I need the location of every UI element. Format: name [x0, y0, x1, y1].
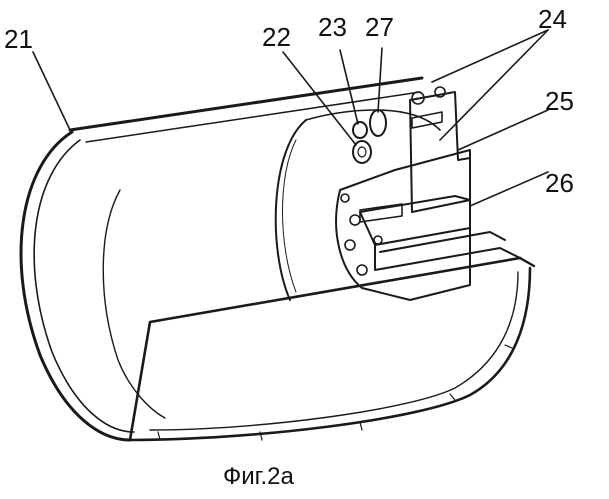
label-26: 26 — [545, 168, 574, 198]
label-27: 27 — [365, 12, 394, 42]
reference-numerals: 21 22 23 27 24 25 26 — [4, 4, 574, 198]
leader-24a — [432, 30, 548, 82]
label-23: 23 — [318, 12, 347, 42]
leader-22 — [283, 52, 356, 145]
fitting-27 — [370, 110, 386, 136]
figure-caption: Фиг.2а — [223, 463, 294, 490]
plate-hole — [357, 265, 367, 275]
disc-shadow — [283, 140, 297, 292]
leader-21 — [33, 52, 70, 130]
fitting-23 — [353, 122, 367, 138]
bottom-plate-edge — [520, 258, 534, 266]
plate-hole — [350, 215, 360, 225]
shell-left-inner-edge — [34, 140, 134, 432]
plate-hole — [341, 194, 349, 202]
plate-hole — [374, 236, 382, 244]
plate-hole — [345, 240, 355, 250]
leader-24b — [440, 30, 548, 140]
fittings — [353, 110, 386, 163]
bottom-plate-inner-curve — [150, 272, 518, 430]
fitting-22-inner — [358, 147, 366, 157]
leader-25 — [458, 110, 548, 150]
label-24: 24 — [538, 4, 567, 34]
label-22: 22 — [262, 22, 291, 52]
bracket-foot — [375, 232, 520, 270]
bottom-plate-curve — [130, 268, 530, 440]
leader-26 — [470, 172, 548, 206]
shell-inner-curve — [103, 190, 165, 418]
disc-outline — [276, 120, 306, 300]
label-21: 21 — [4, 24, 33, 54]
bottom-plate-front — [130, 258, 520, 440]
label-25: 25 — [545, 86, 574, 116]
leader-27 — [378, 48, 382, 112]
